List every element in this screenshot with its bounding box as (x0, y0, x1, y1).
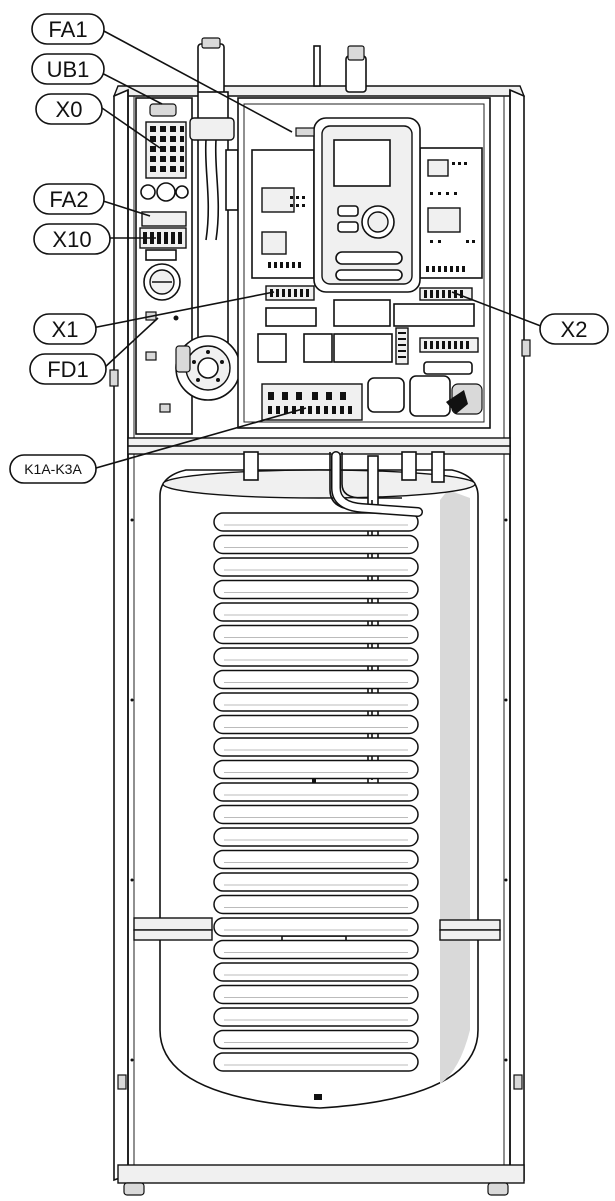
leader-lines (91, 29, 547, 469)
coil-turn (213, 782, 419, 802)
coil-turn (213, 602, 419, 622)
control-box (237, 97, 491, 429)
coil-turn (213, 714, 419, 735)
top-connections (197, 37, 367, 95)
label-fa1: FA1 (48, 17, 87, 42)
callout-fa2: FA2 (33, 183, 105, 215)
callout-fd1: FD1 (29, 353, 107, 385)
coil-turn (213, 669, 419, 690)
coil-turn (213, 1007, 419, 1027)
left-electrical-column (135, 97, 193, 435)
coil-turn (213, 962, 419, 982)
coil-turn (213, 894, 419, 915)
coil-inlet-fill (332, 452, 422, 516)
coil-turn (213, 804, 419, 825)
coil-turn (213, 827, 419, 847)
coil-turn (213, 647, 419, 667)
callout-k1a-k3a: K1A-K3A (9, 454, 97, 484)
callout-fa1: FA1 (31, 13, 105, 45)
label-fd1: FD1 (47, 357, 89, 382)
coil-turn (213, 534, 419, 555)
label-fa2: FA2 (49, 187, 88, 212)
coil-turn (213, 984, 419, 1005)
coil-turn (213, 512, 419, 532)
coil-turn (213, 1029, 419, 1050)
heat-exchanger-coil (213, 451, 423, 1072)
callout-x0: X0 (35, 93, 103, 125)
coil-turn (213, 557, 419, 577)
coil-turn (213, 579, 419, 600)
coil-turn (213, 737, 419, 757)
callout-ub1: UB1 (31, 53, 105, 85)
label-ub1: UB1 (47, 57, 90, 82)
label-x2: X2 (561, 317, 588, 342)
callout-x2: X2 (539, 313, 609, 345)
pipe-and-pump (175, 91, 241, 401)
coil-turn (213, 624, 419, 645)
coil-turn (213, 872, 419, 892)
label-k1a-k3a: K1A-K3A (24, 461, 82, 477)
label-x0: X0 (56, 97, 83, 122)
coil-turn (213, 1052, 419, 1072)
coil-turn (213, 939, 419, 960)
coil-turn (213, 917, 419, 937)
label-x10: X10 (52, 227, 91, 252)
coil-turn (213, 759, 419, 780)
coil-turn (213, 849, 419, 870)
cabinet (109, 85, 531, 1196)
label-x1: X1 (52, 317, 79, 342)
callout-x1: X1 (33, 313, 97, 345)
callout-x10: X10 (33, 223, 111, 255)
coil-turn (213, 692, 419, 712)
